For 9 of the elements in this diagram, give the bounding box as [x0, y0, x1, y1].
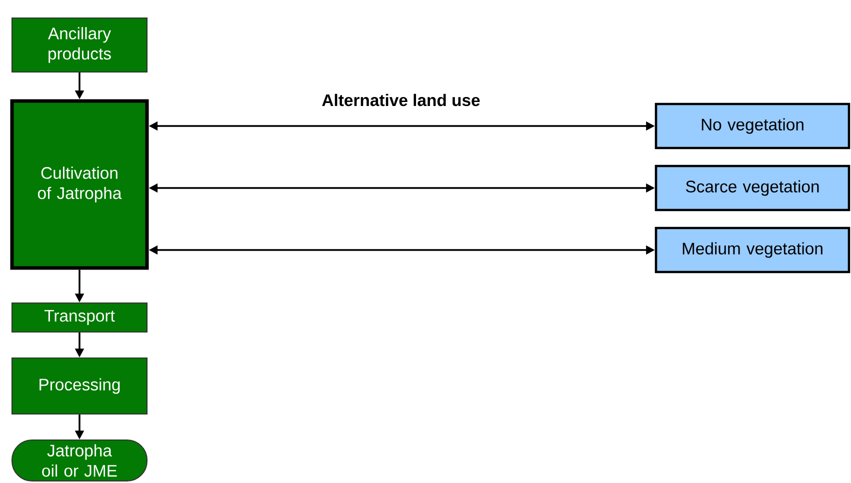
land-use-box: Medium vegetation: [654, 226, 850, 274]
process-box: Processing: [11, 357, 148, 415]
land-use-box: No vegetation: [654, 102, 850, 150]
process-box: Transport: [11, 302, 148, 333]
heading-label: Alternative land use: [322, 94, 480, 106]
terminal-oval: Jatropha oil or JME: [11, 439, 148, 482]
land-use-box: Scarce vegetation: [654, 164, 850, 212]
process-box: Cultivation of Jatropha: [10, 99, 149, 270]
process-box: Ancillary products: [11, 17, 148, 73]
